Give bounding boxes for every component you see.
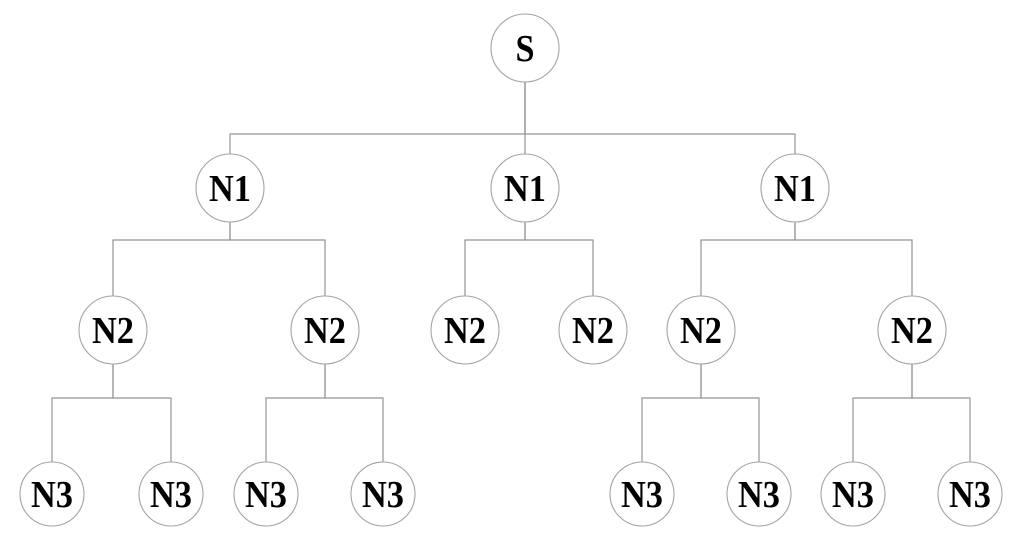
tree-node-n2-5: N2 [666, 295, 736, 365]
tree-edge-s-n1-3 [524, 82, 796, 154]
node-circle [877, 295, 947, 365]
node-circle [490, 13, 560, 83]
tree-node-n3-7: N3 [820, 461, 886, 527]
node-label: N2 [92, 310, 134, 352]
tree-node-n1-3: N1 [760, 153, 830, 223]
node-label: N2 [891, 310, 933, 352]
tree-edge-n2-6-n3-7 [852, 364, 913, 462]
node-label: N3 [245, 474, 287, 516]
node-label: N3 [150, 474, 192, 516]
node-circle [726, 461, 792, 527]
node-circle [558, 295, 628, 365]
node-label: N3 [621, 474, 663, 516]
tree-edge-n1-3-n2-6 [794, 222, 913, 296]
node-circle [666, 295, 736, 365]
tree-node-n3-2: N3 [138, 461, 204, 527]
node-circle [78, 295, 148, 365]
tree-node-n3-6: N3 [726, 461, 792, 527]
node-label: N3 [832, 474, 874, 516]
node-label: N3 [31, 474, 73, 516]
tree-node-n2-1: N2 [78, 295, 148, 365]
node-circle [609, 461, 675, 527]
tree-node-n3-1: N3 [19, 461, 85, 527]
node-circle [350, 461, 416, 527]
tree-node-n2-4: N2 [558, 295, 628, 365]
tree-node-n2-6: N2 [877, 295, 947, 365]
tree-node-n2-3: N2 [430, 295, 500, 365]
node-label: N2 [572, 310, 614, 352]
node-label: N2 [680, 310, 722, 352]
tree-edge-n1-2-n2-3 [464, 222, 526, 296]
tree-edge-n2-2-n3-3 [265, 364, 326, 462]
tree-edge-n2-1-n3-1 [51, 364, 114, 462]
tree-node-n3-3: N3 [233, 461, 299, 527]
tree-edge-n2-6-n3-8 [911, 364, 971, 462]
node-label: N1 [209, 168, 251, 210]
node-circle [937, 461, 1003, 527]
node-circle [19, 461, 85, 527]
node-circle [760, 153, 830, 223]
tree-edge-n2-1-n3-2 [112, 364, 172, 462]
tree-edge-n1-2-n2-4 [524, 222, 594, 296]
node-label: N3 [362, 474, 404, 516]
node-circle [138, 461, 204, 527]
node-circle [430, 295, 500, 365]
tree-edge-n2-5-n3-6 [700, 364, 760, 462]
node-label: N3 [949, 474, 991, 516]
tree-edge-n1-3-n2-5 [700, 222, 796, 296]
tree-edge-n1-1-n2-2 [229, 222, 326, 296]
node-label: N1 [774, 168, 816, 210]
node-label: S [516, 28, 535, 70]
tree-edge-n2-5-n3-5 [641, 364, 702, 462]
tree-node-n3-5: N3 [609, 461, 675, 527]
tree-node-n1-2: N1 [490, 153, 560, 223]
tree-node-n2-2: N2 [290, 295, 360, 365]
node-circle [820, 461, 886, 527]
tree-node-n3-8: N3 [937, 461, 1003, 527]
node-circle [195, 153, 265, 223]
tree-node-n1-1: N1 [195, 153, 265, 223]
tree-edge-n1-1-n2-1 [112, 222, 231, 296]
node-label: N2 [444, 310, 486, 352]
tree-edge-n2-2-n3-4 [324, 364, 384, 462]
node-circle [290, 295, 360, 365]
node-label: N1 [504, 168, 546, 210]
tree-edge-s-n1-1 [229, 82, 526, 154]
tree-node-s: S [490, 13, 560, 83]
node-label: N2 [304, 310, 346, 352]
tree-node-n3-4: N3 [350, 461, 416, 527]
node-label: N3 [738, 474, 780, 516]
node-circle [233, 461, 299, 527]
node-circle [490, 153, 560, 223]
